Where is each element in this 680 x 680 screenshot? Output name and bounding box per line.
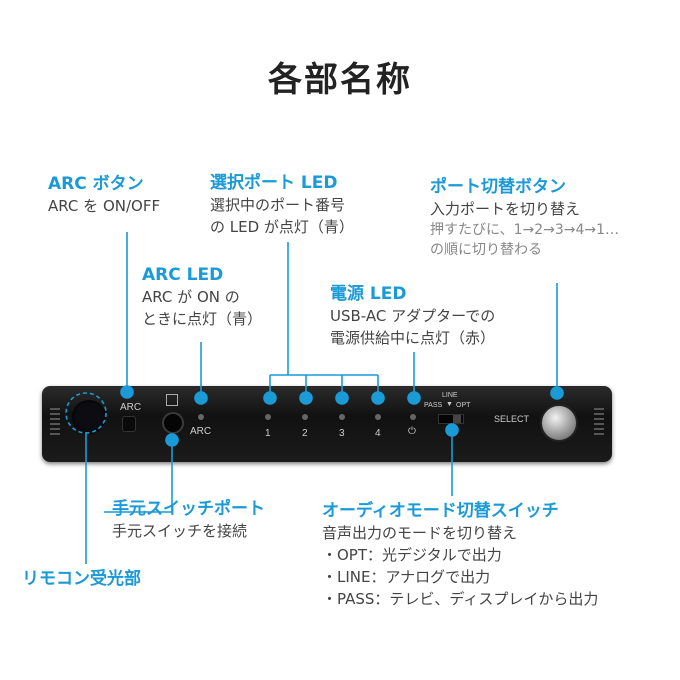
remote-receiver-dashed-circle [65, 392, 107, 434]
port-led-3-number: 3 [339, 428, 345, 439]
arc-led-desc-1: ARC が ON の [142, 288, 240, 306]
remote-receiver-title: リモコン受光部 [22, 569, 141, 589]
dot-arc-led [194, 391, 208, 405]
mode-opt-label: OPT [456, 402, 471, 409]
dot-arc-button [120, 385, 134, 399]
label-arc-button: ARC ボタン ARC を ON/OFF [48, 173, 160, 217]
label-port-led: 選択ポート LED 選択中のポート番号 の LED が点灯（青） [210, 172, 354, 238]
hand-switch-port-jack[interactable] [162, 412, 184, 434]
arc-led-title: ARC LED [142, 265, 224, 285]
port-led-4-number: 4 [375, 428, 381, 439]
arc-led-label: ARC [190, 426, 212, 437]
dot-power-led [407, 391, 421, 405]
label-port-switch: ポート切替ボタン 入力ポートを切り替え 押すたびに、1→2→3→4→1… の順に… [430, 176, 619, 260]
label-remote-receiver: リモコン受光部 [22, 568, 141, 590]
hand-switch-port-desc: 手元スイッチを接続 [112, 522, 248, 540]
mode-pass-label: PASS [424, 402, 443, 409]
audio-mode-desc-1: 音声出力のモードを切り替え [322, 524, 518, 542]
arc-button-desc: ARC を ON/OFF [48, 197, 161, 215]
audio-mode-desc-4: ・PASS：テレビ、ディスプレイから出力 [322, 590, 599, 608]
audio-mode-desc-2: ・OPT：光デジタルで出力 [322, 546, 502, 564]
dot-audio-mode [445, 423, 459, 437]
dot-port-switch [550, 386, 564, 400]
right-vent [594, 408, 604, 436]
port-led-2-number: 2 [302, 428, 308, 439]
mode-arrow-icon: ▼ [446, 401, 453, 408]
audio-mode-switch-title: オーディオモード切替スイッチ [322, 501, 559, 521]
port-led-desc-2: の LED が点灯（青） [210, 218, 354, 236]
arc-led [198, 414, 204, 420]
audio-mode-slider-knob[interactable] [453, 415, 461, 423]
hdmi-switcher-device: ARC ARC 1 2 3 4 ⏻ LINE PASS ▼ OPT SELECT [42, 386, 612, 462]
remote-receiver-window [72, 400, 106, 434]
power-icon: ⏻ [408, 426, 416, 437]
power-led-desc-1: USB-AC アダプターでの [330, 307, 496, 325]
audio-mode-desc-3: ・LINE：アナログで出力 [322, 568, 491, 586]
port-switch-note-2: の順に切り替わる [430, 242, 542, 258]
port-led-1-number: 1 [265, 428, 271, 439]
dot-hand-switch-port [165, 433, 179, 447]
mode-line-label: LINE [442, 392, 458, 399]
label-arc-led: ARC LED ARC が ON の ときに点灯（青） [142, 264, 262, 330]
power-led [410, 414, 416, 420]
port-led-desc-1: 選択中のポート番号 [210, 196, 346, 214]
port-led-title: 選択ポート LED [210, 173, 338, 193]
arc-button-label: ARC [120, 402, 142, 413]
dot-port-led-4 [371, 391, 385, 405]
arc-button-title: ARC ボタン [48, 174, 144, 194]
port-switch-note-1: 押すたびに、1→2→3→4→1… [430, 222, 620, 238]
port-led-4 [375, 414, 381, 420]
page-title: 各部名称 [268, 60, 412, 100]
label-power-led: 電源 LED USB-AC アダプターでの 電源供給中に点灯（赤） [330, 283, 495, 349]
label-audio-mode-switch: オーディオモード切替スイッチ 音声出力のモードを切り替え ・OPT：光デジタルで… [322, 500, 598, 610]
port-switch-desc: 入力ポートを切り替え [430, 200, 581, 218]
hand-switch-port-symbol [166, 394, 178, 406]
power-led-desc-2: 電源供給中に点灯（赤） [330, 329, 496, 347]
port-led-1 [265, 414, 271, 420]
dot-port-led-2 [299, 391, 313, 405]
port-led-2 [302, 414, 308, 420]
arc-button[interactable] [122, 416, 136, 432]
arc-led-desc-2: ときに点灯（青） [142, 310, 263, 328]
left-vent [50, 408, 60, 436]
power-led-title: 電源 LED [330, 284, 407, 304]
hand-switch-port-title: 手元スイッチポート [112, 499, 265, 519]
select-label: SELECT [494, 414, 530, 424]
port-led-3 [339, 414, 345, 420]
select-button[interactable] [540, 404, 578, 442]
label-hand-switch-port: 手元スイッチポート 手元スイッチを接続 [112, 498, 265, 542]
port-switch-title: ポート切替ボタン [430, 177, 566, 197]
dot-port-led-3 [335, 391, 349, 405]
dot-port-led-1 [263, 391, 277, 405]
